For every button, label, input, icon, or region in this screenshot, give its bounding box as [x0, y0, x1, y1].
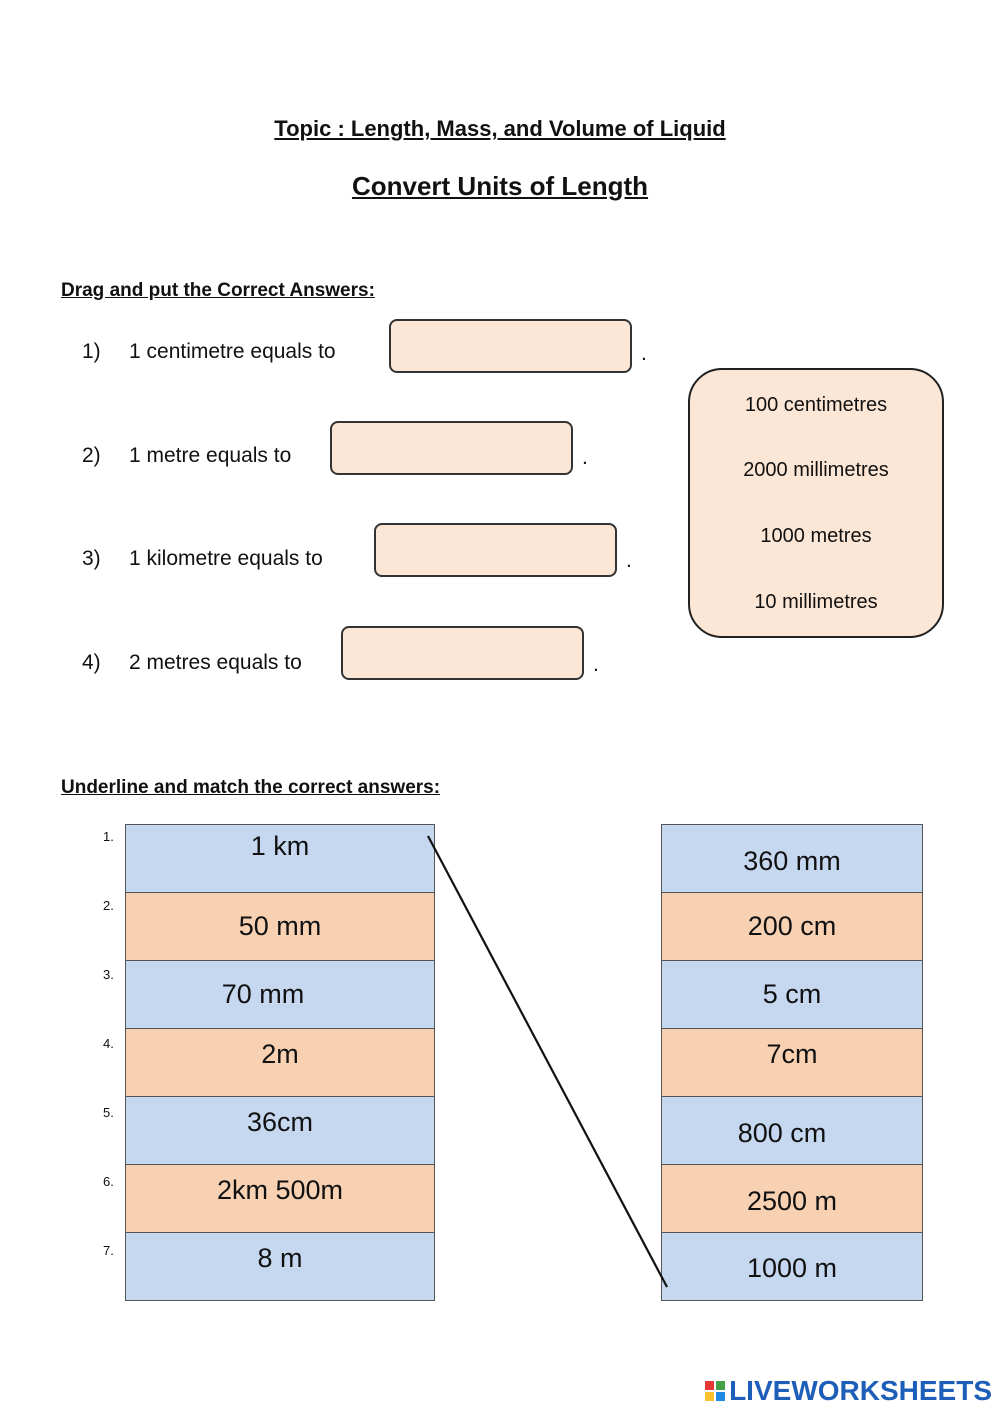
- match-row-number: 3.: [103, 967, 114, 982]
- match-row-number: 7.: [103, 1243, 114, 1258]
- match-row-number: 1.: [103, 829, 114, 844]
- question-period: .: [582, 446, 588, 469]
- match-right-cell[interactable]: 7cm: [661, 1028, 923, 1097]
- match-right-cell[interactable]: 5 cm: [661, 960, 923, 1029]
- match-right-cell[interactable]: 200 cm: [661, 892, 923, 961]
- match-right-cell[interactable]: 360 mm: [661, 824, 923, 893]
- page-title: Convert Units of Length: [351, 171, 649, 201]
- answer-drop-box-1[interactable]: [389, 319, 632, 373]
- match-left-column: 1 km 50 mm 70 mm 2m 36cm 2km 500m 8 m: [125, 824, 435, 1301]
- match-right-cell[interactable]: 800 cm: [661, 1096, 923, 1165]
- answer-drop-box-3[interactable]: [374, 523, 617, 577]
- question-number: 2): [82, 444, 101, 467]
- question-period: .: [593, 653, 599, 676]
- match-right-cell[interactable]: 1000 m: [661, 1232, 923, 1301]
- match-row-number: 5.: [103, 1105, 114, 1120]
- match-left-cell[interactable]: 8 m: [125, 1232, 435, 1301]
- liveworksheets-logo-icon: [705, 1381, 726, 1401]
- topic-heading: Topic : Length, Mass, and Volume of Liqu…: [274, 116, 726, 141]
- question-number: 3): [82, 547, 101, 570]
- match-line[interactable]: [427, 835, 668, 1288]
- brand-name: LIVEWORKSHEETS: [729, 1375, 992, 1406]
- question-text: 2 metres equals to: [129, 651, 302, 674]
- answer-drop-box-4[interactable]: [341, 626, 584, 680]
- word-bank-item[interactable]: 100 centimetres: [744, 394, 888, 416]
- match-right-column: 360 mm 200 cm 5 cm 7cm 800 cm 2500 m 100…: [661, 824, 923, 1301]
- match-row-number: 2.: [103, 898, 114, 913]
- match-left-cell[interactable]: 2km 500m: [125, 1164, 435, 1233]
- question-period: .: [641, 342, 647, 365]
- question-number: 4): [82, 651, 101, 674]
- match-left-cell[interactable]: 50 mm: [125, 892, 435, 961]
- match-left-cell[interactable]: 2m: [125, 1028, 435, 1097]
- match-right-cell[interactable]: 2500 m: [661, 1164, 923, 1233]
- question-period: .: [626, 549, 632, 572]
- question-text: 1 centimetre equals to: [129, 340, 336, 363]
- word-bank-item[interactable]: 1000 metres: [760, 525, 872, 547]
- match-section-heading: Underline and match the correct answers:: [61, 777, 441, 798]
- match-left-cell[interactable]: 1 km: [125, 824, 435, 893]
- question-text: 1 metre equals to: [129, 444, 292, 467]
- drag-section-heading: Drag and put the Correct Answers:: [61, 280, 375, 301]
- match-left-cell[interactable]: 36cm: [125, 1096, 435, 1165]
- word-bank-item[interactable]: 2000 millimetres: [743, 459, 889, 481]
- match-row-number: 4.: [103, 1036, 114, 1051]
- word-bank: 100 centimetres 2000 millimetres 1000 me…: [688, 368, 944, 638]
- match-row-number: 6.: [103, 1174, 114, 1189]
- word-bank-item[interactable]: 10 millimetres: [754, 591, 878, 613]
- question-number: 1): [82, 340, 101, 363]
- brand-logo: LIVEWORKSHEETS: [705, 1375, 992, 1407]
- question-text: 1 kilometre equals to: [129, 547, 323, 570]
- match-left-cell[interactable]: 70 mm: [125, 960, 435, 1029]
- answer-drop-box-2[interactable]: [330, 421, 573, 475]
